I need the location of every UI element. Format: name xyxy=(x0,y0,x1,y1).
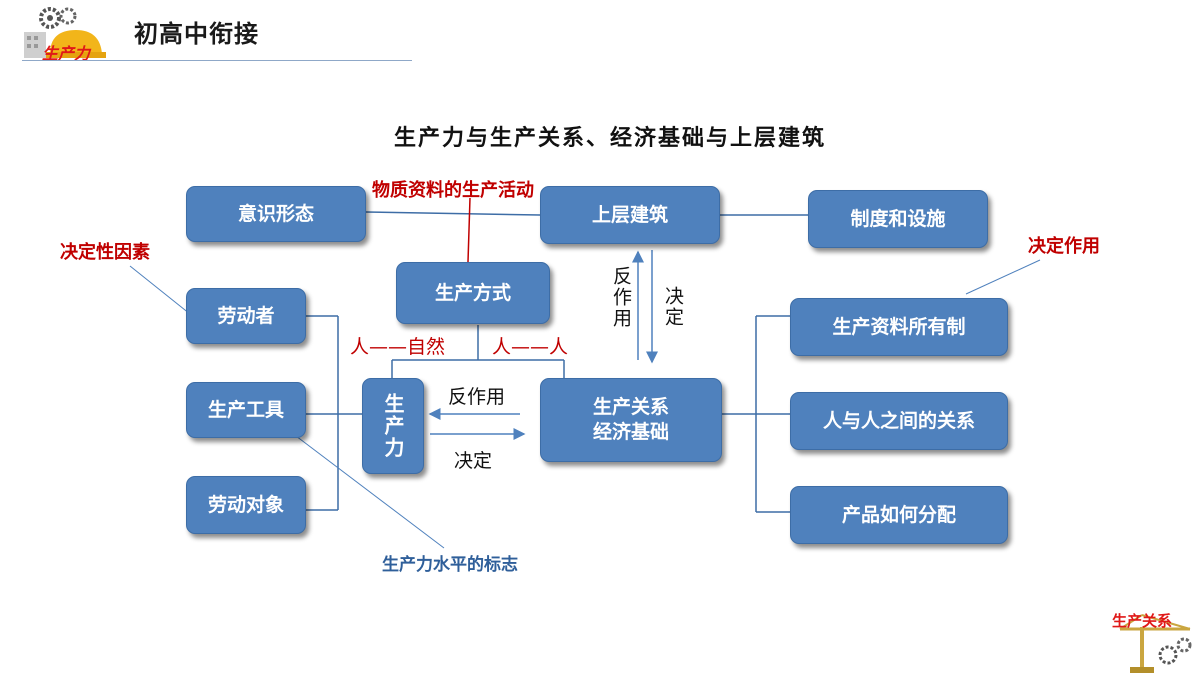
label-decisive-role: 决定作用 xyxy=(1028,236,1100,257)
node-productive-forces: 生产力 xyxy=(362,378,424,474)
label-reaction-vertical: 反作用 xyxy=(610,266,632,329)
page-header-title: 初高中衔接 xyxy=(134,20,259,48)
header-divider xyxy=(22,60,412,61)
node-mode-of-production: 生产方式 xyxy=(396,262,550,324)
node-ownership: 生产资料所有制 xyxy=(790,298,1008,356)
node-production-relations: 生产关系 经济基础 xyxy=(540,378,722,462)
footer-logo-text: 生产关系 xyxy=(1112,612,1173,630)
node-institutions: 制度和设施 xyxy=(808,190,988,248)
label-human-human: 人——人 xyxy=(492,336,569,358)
node-laborer: 劳动者 xyxy=(186,288,306,344)
crane-logo-icon xyxy=(1110,605,1200,675)
node-distribution: 产品如何分配 xyxy=(790,486,1008,544)
diagram-title: 生产力与生产关系、经济基础与上层建筑 xyxy=(393,126,826,151)
node-production-relations-line1: 生产关系 xyxy=(592,396,669,419)
gear-logo-icon xyxy=(20,4,110,62)
label-productivity-marker: 生产力水平的标志 xyxy=(382,555,518,575)
header-logo-text: 生产力 xyxy=(42,44,91,63)
node-superstructure: 上层建筑 xyxy=(540,186,720,244)
label-reaction-horizontal: 反作用 xyxy=(448,386,506,408)
label-material-production: 物质资料的生产活动 xyxy=(372,180,534,201)
label-determine-vertical: 决定 xyxy=(662,286,684,328)
node-relations-between-people: 人与人之间的关系 xyxy=(790,392,1008,450)
label-determine-horizontal: 决定 xyxy=(454,450,493,472)
node-production-relations-line2: 经济基础 xyxy=(592,421,669,443)
label-decisive-factor: 决定性因素 xyxy=(60,242,150,263)
node-tools: 生产工具 xyxy=(186,382,306,438)
node-labor-objects: 劳动对象 xyxy=(186,476,306,534)
label-human-nature: 人——自然 xyxy=(350,336,446,358)
node-ideology: 意识形态 xyxy=(186,186,366,242)
